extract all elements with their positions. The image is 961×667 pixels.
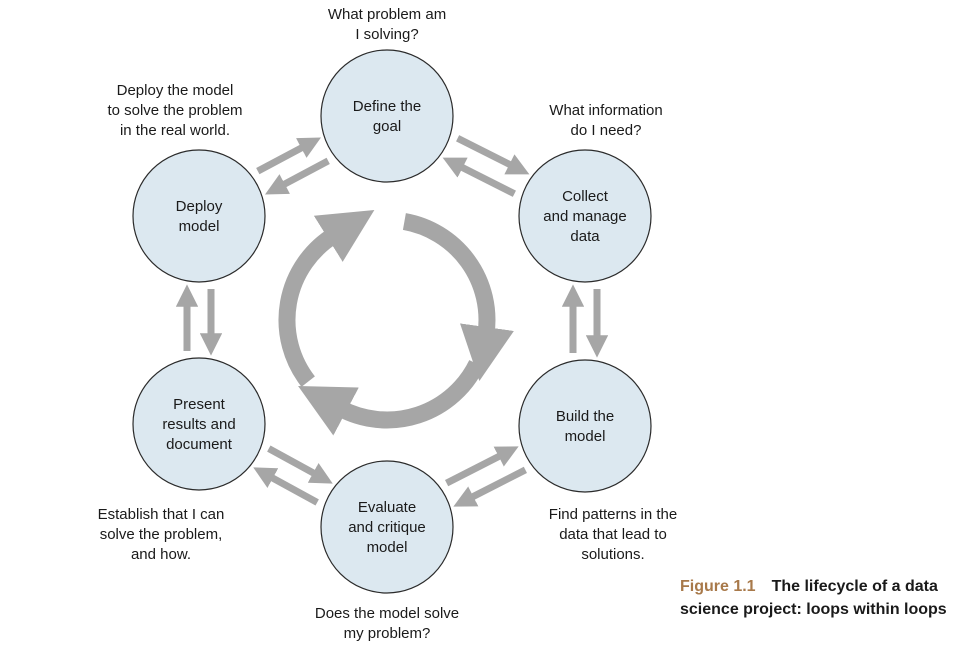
node-label-line: Present (173, 396, 226, 413)
node-deploy-model: Deploy model (132, 149, 266, 283)
caption-line: solutions. (581, 546, 644, 563)
node-label-line: Collect (562, 188, 609, 205)
caption-line: solve the problem, (100, 526, 223, 543)
node-label-line: data (570, 228, 600, 245)
node-label-line: Evaluate (358, 499, 416, 516)
caption-line: data that lead to (559, 526, 667, 543)
caption-define-goal: What problem am I solving? (328, 6, 446, 43)
caption-line: my problem? (344, 625, 431, 642)
caption-line: Find patterns in the (549, 506, 677, 523)
arrow-forward-1 (456, 135, 530, 175)
node-label-line: model (179, 218, 220, 235)
node-label-line: model (367, 539, 408, 556)
caption-line: in the real world. (120, 122, 230, 139)
arrow-back-3 (445, 446, 519, 487)
caption-line: Establish that I can (98, 506, 225, 523)
node-circle (320, 49, 454, 183)
caption-collect-data: What information do I need? (549, 102, 662, 139)
cycle-arc-2 (298, 359, 485, 436)
node-label-line: and critique (348, 519, 426, 536)
figure-title: The lifecycle of a data science project:… (680, 578, 947, 618)
connector-arrows (175, 135, 609, 507)
node-label-line: and manage (543, 208, 626, 225)
caption-evaluate-model: Does the model solve my problem? (315, 605, 459, 642)
arrow-forward-6 (256, 137, 322, 175)
node-evaluate-model: Evaluate and critique model (320, 460, 454, 594)
arrow-back-4 (267, 445, 333, 484)
cycle-arc-1 (402, 213, 514, 382)
node-circle (518, 359, 652, 493)
node-label-line: results and (162, 416, 235, 433)
caption-line: What problem am (328, 6, 446, 23)
node-build-model: Build the model (518, 359, 652, 493)
caption-build-model: Find patterns in the data that lead to sol… (549, 506, 677, 563)
node-label-line: document (166, 436, 233, 453)
node-circle (518, 149, 652, 283)
arrow-forward-4 (253, 467, 319, 506)
node-label-line: Build the (556, 408, 614, 425)
caption-present-results: Establish that I can solve the problem, an… (98, 506, 225, 563)
caption-line: to solve the problem (107, 102, 242, 119)
node-label-line: goal (373, 118, 401, 135)
node-label-line: Deploy (176, 198, 223, 215)
caption-line: I solving? (355, 26, 418, 43)
caption-line: What information (549, 102, 662, 119)
node-label-line: model (565, 428, 606, 445)
node-captions: What problem am I solving? What informatio… (98, 6, 678, 642)
cycle-arc-3 (278, 209, 375, 387)
node-circle (132, 357, 266, 491)
node-present-results: Present results and document (132, 357, 266, 491)
arrow-forward-3 (453, 466, 527, 507)
caption-line: do I need? (571, 122, 642, 139)
figure-label: Figure 1.1 (680, 578, 756, 595)
arrow-back-6 (264, 157, 330, 195)
node-collect-data: Collect and manage data (518, 149, 652, 283)
node-label-line: Define the (353, 98, 421, 115)
caption-line: and how. (131, 546, 191, 563)
node-circle (132, 149, 266, 283)
caption-deploy-model: Deploy the model to solve the problem in t… (107, 82, 242, 139)
node-define-goal: Define the goal (320, 49, 454, 183)
central-cycle (278, 209, 514, 436)
caption-line: Deploy the model (117, 82, 234, 99)
caption-line: Does the model solve (315, 605, 459, 622)
node-circle (320, 460, 454, 594)
arrow-back-1 (442, 157, 516, 197)
